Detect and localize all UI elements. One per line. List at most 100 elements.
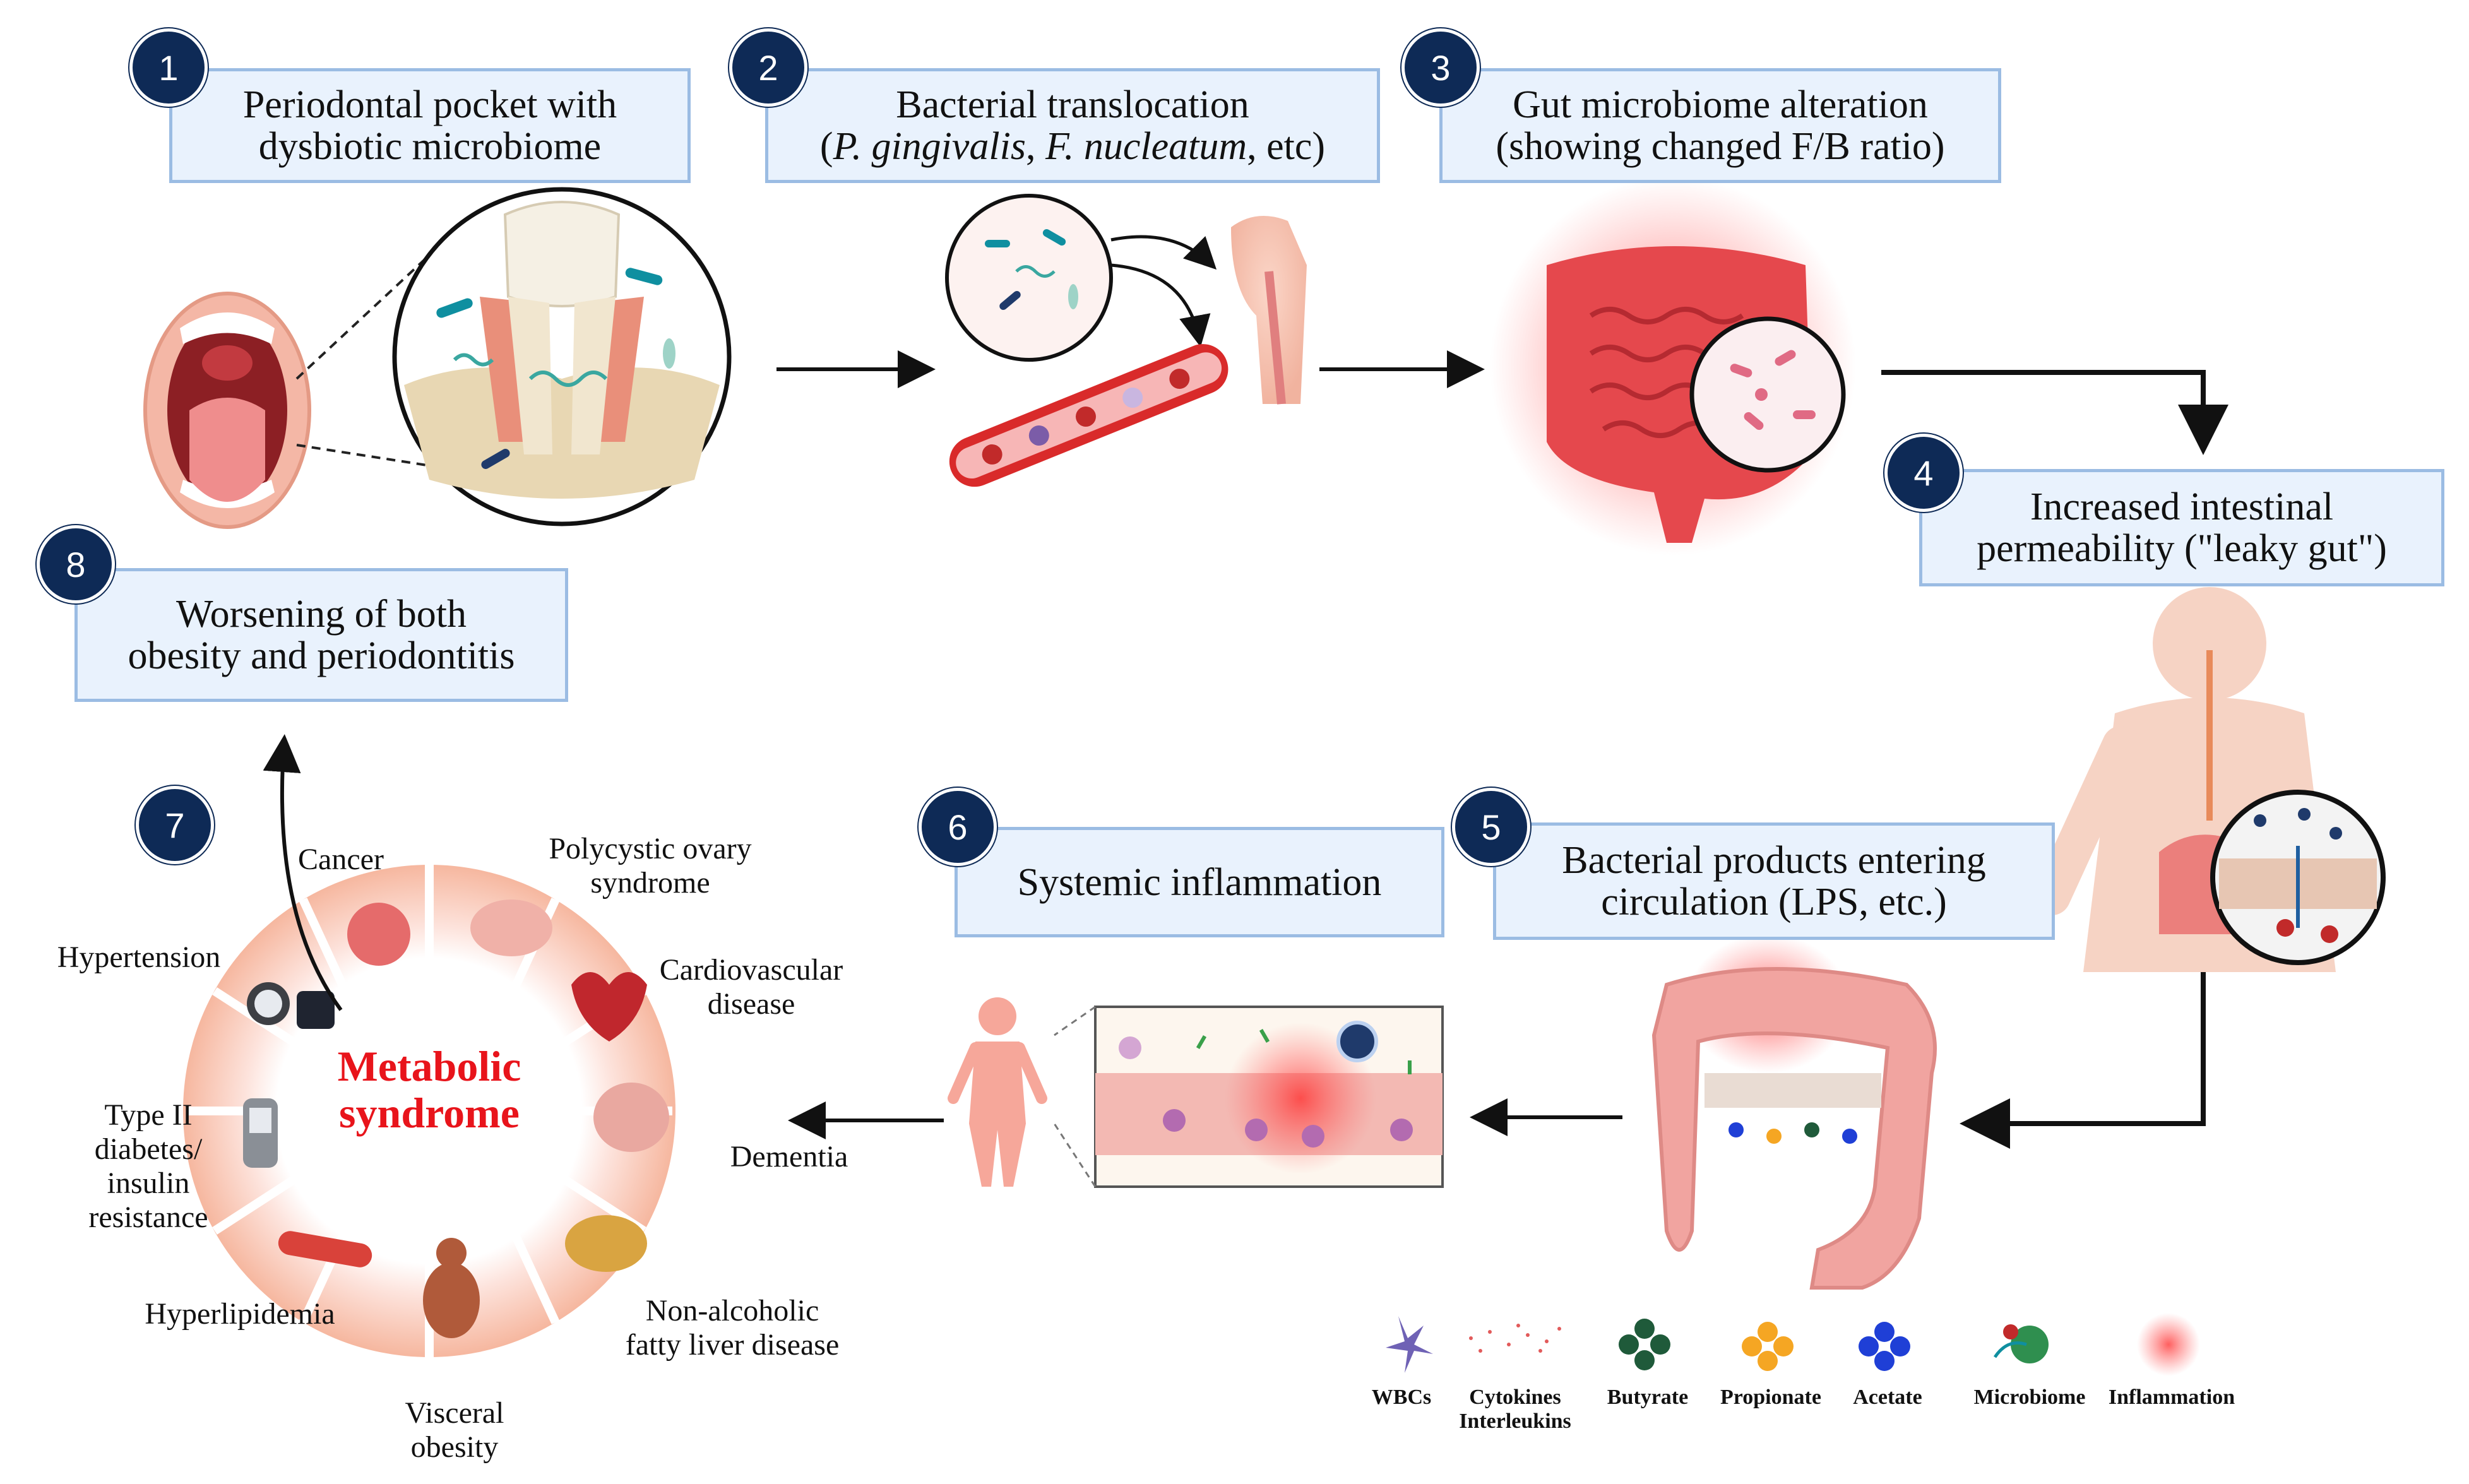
cytokine-icon <box>1469 1324 1561 1353</box>
legend-microbiome-text: Microbiome <box>1973 1386 2086 1409</box>
acetate-icon <box>1859 1322 1910 1371</box>
step-1-line1: Periodontal pocket with <box>242 83 617 126</box>
metabolic-syndrome-wheel <box>183 865 675 1357</box>
nafld-line2: fatty liver disease <box>625 1328 840 1362</box>
visceral-obesity-icon <box>436 1238 467 1268</box>
vessel-inflammation-panel <box>1094 1006 1444 1188</box>
dementia-label: Dementia <box>707 1140 871 1174</box>
dementia-label-text: Dementia <box>730 1140 848 1173</box>
legend-wbcs: WBCs <box>1357 1386 1446 1410</box>
legend-cytokines-line2: Interleukins <box>1459 1410 1571 1433</box>
step-1-line2: dysbiotic microbiome <box>258 125 602 168</box>
arrow-to-blood <box>1110 263 1211 347</box>
t2d-line1: Type II <box>104 1098 193 1132</box>
step-5-line2: circulation (LPS, etc.) <box>1601 881 1947 923</box>
step-6-line1: Systemic inflammation <box>1017 860 1382 904</box>
hypertension-label: Hypertension <box>25 941 253 975</box>
blood-vessel-illustration <box>949 344 1229 487</box>
arrow-3-to-4 <box>1881 370 2228 455</box>
legend-acetate-text: Acetate <box>1853 1386 1922 1409</box>
step-3-line2: (showing changed F/B ratio) <box>1496 125 1945 168</box>
epithelium-circle-illustration <box>2210 790 2386 965</box>
hyperlipidemia-label: Hyperlipidemia <box>114 1297 366 1331</box>
step-8-line2: obesity and periodontitis <box>128 634 515 677</box>
mouth-illustration <box>143 292 311 529</box>
hyperlipidemia-label-text: Hyperlipidemia <box>145 1297 335 1331</box>
step-4-line2: permeability ("leaky gut") <box>1977 527 2387 570</box>
legend-icons <box>1386 1313 2200 1376</box>
legend-microbiome: Microbiome <box>1963 1386 2096 1410</box>
step-3-box: Gut microbiome alteration (showing chang… <box>1439 68 2001 183</box>
step-3-badge: 3 <box>1401 28 1480 107</box>
step-2-open: ( <box>819 125 833 168</box>
step-4-box: Increased intestinal permeability ("leak… <box>1919 469 2444 586</box>
legend-cytokines-line1: Cytokines <box>1469 1386 1561 1409</box>
legend-inflammation: Inflammation <box>2102 1386 2241 1410</box>
bacteria-circle-illustration <box>945 194 1113 362</box>
t2d-line4: resistance <box>88 1201 208 1234</box>
step-1-badge: 1 <box>129 28 208 107</box>
butyrate-icon <box>1619 1319 1670 1370</box>
pcos-line1: Polycystic ovary <box>549 832 752 865</box>
step-2-sep: , <box>1026 125 1045 168</box>
step-6-box: Systemic inflammation <box>955 827 1444 937</box>
zoom-line-6a <box>1054 1006 1096 1036</box>
legend-acetate: Acetate <box>1837 1386 1938 1410</box>
arrow-7-to-8 <box>263 734 343 1011</box>
artery-icon <box>278 1231 372 1267</box>
legend-butyrate: Butyrate <box>1597 1386 1698 1410</box>
ovary-icon <box>470 899 552 956</box>
step-3-line1: Gut microbiome alteration <box>1513 83 1928 126</box>
microbiome-icon <box>1993 1324 2049 1363</box>
visceral-line2: obesity <box>410 1430 499 1464</box>
step-5-box: Bacterial products entering circulation … <box>1493 822 2055 940</box>
metabolic-syndrome-line2: syndrome <box>339 1089 520 1137</box>
zoom-line-upper <box>295 248 437 380</box>
colon-illustration <box>1651 934 1937 1290</box>
liver-icon <box>565 1215 647 1272</box>
step-7-badge: 7 <box>136 786 214 864</box>
cvd-line2: disease <box>707 987 795 1021</box>
airway-illustration <box>1231 216 1307 405</box>
arrow-to-airway <box>1110 235 1217 270</box>
step-8-badge: 8 <box>37 525 115 603</box>
step-2-species-a: P. gingivalis <box>833 125 1026 168</box>
brain-icon <box>593 1083 669 1152</box>
step-6-badge: 6 <box>919 788 997 866</box>
t2d-line3: insulin <box>107 1166 190 1200</box>
nafld-line1: Non-alcoholic <box>645 1294 819 1327</box>
periodontal-pocket-illustration <box>392 187 732 526</box>
step-2-badge: 2 <box>729 28 807 107</box>
step-4-line1: Increased intestinal <box>2030 485 2334 528</box>
step-1-box: Periodontal pocket with dysbiotic microb… <box>169 68 691 183</box>
step-2-line1: Bacterial translocation <box>896 83 1249 126</box>
legend-butyrate-text: Butyrate <box>1607 1386 1689 1409</box>
step-4-badge: 4 <box>1884 434 1963 512</box>
human-figure-illustration <box>948 997 1047 1187</box>
inflammation-icon <box>2137 1313 2200 1376</box>
gut-bacteria-circle-illustration <box>1689 316 1846 473</box>
wbc-icon <box>1386 1316 1433 1373</box>
step-2-close: , etc) <box>1247 125 1326 168</box>
legend-inflammation-text: Inflammation <box>2108 1386 2235 1409</box>
hypertension-label-text: Hypertension <box>57 941 221 974</box>
cancer-label: Cancer <box>278 843 404 877</box>
step-8-box: Worsening of both obesity and periodonti… <box>74 568 568 702</box>
cancer-label-text: Cancer <box>298 843 384 876</box>
arrow-4-to-5 <box>1960 972 2206 1149</box>
visceral-line1: Visceral <box>405 1396 504 1430</box>
legend-wbcs-text: WBCs <box>1371 1386 1432 1409</box>
cancer-cell-icon <box>347 903 410 966</box>
metabolic-syndrome-label: Metabolic syndrome <box>303 1043 556 1136</box>
legend-propionate-text: Propionate <box>1720 1386 1821 1409</box>
metabolic-syndrome-line1: Metabolic <box>337 1042 521 1090</box>
legend-propionate: Propionate <box>1711 1386 1831 1410</box>
cvd-line1: Cardiovascular <box>659 953 843 987</box>
